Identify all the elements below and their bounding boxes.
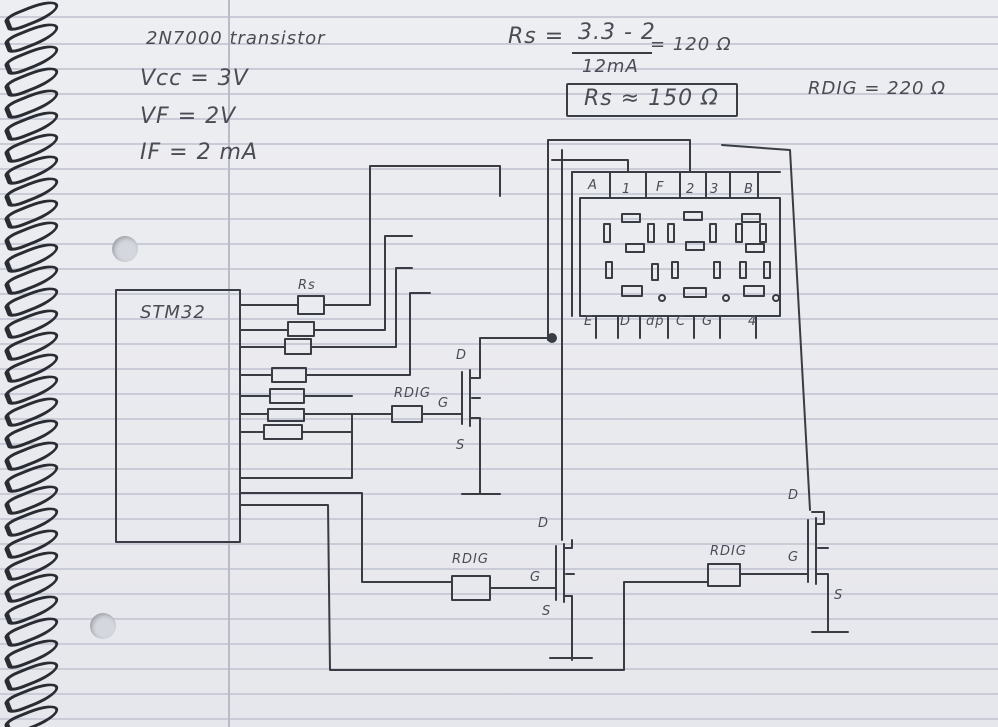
label-q2-source: S <box>542 604 552 619</box>
resistor-rs-4 <box>271 367 307 383</box>
resistor-rs-5 <box>269 388 305 404</box>
label-q1-drain: D <box>456 348 468 363</box>
resistor-rs-7 <box>263 424 303 440</box>
label-stm32: STM32 <box>140 302 206 323</box>
pin-label-bottom: D <box>620 314 632 329</box>
pin-label-top: A <box>588 178 598 193</box>
note-rs-numerator: 3.3 - 2 <box>578 20 656 45</box>
margin-line <box>228 0 230 727</box>
resistor-rs-2 <box>287 321 315 337</box>
resistor-rdig-1 <box>391 405 423 423</box>
label-q3-drain: D <box>788 488 800 503</box>
label-rdig-1: RDIG <box>394 386 431 401</box>
resistor-rs-3 <box>284 338 312 355</box>
resistor-rdig-2 <box>451 575 491 601</box>
label-q1-gate: G <box>438 396 450 411</box>
note-rs-boxed: Rs ≈ 150 Ω <box>584 86 719 111</box>
pin-label-bottom: E <box>584 314 594 329</box>
label-q1-source: S <box>456 438 466 453</box>
pin-label-top: 3 <box>710 182 720 197</box>
transistor-q2 <box>549 539 593 661</box>
note-if: IF = 2 mA <box>140 140 259 165</box>
transistor-q3 <box>807 511 849 633</box>
label-q2-gate: G <box>530 570 542 585</box>
pin-label-top: F <box>656 180 665 195</box>
label-rs: Rs <box>298 278 316 293</box>
note-rs-denominator: 12mA <box>582 56 639 77</box>
resistor-rs-1 <box>297 295 325 315</box>
note-vcc: Vcc = 3V <box>140 66 249 91</box>
transistor-q1 <box>461 337 553 495</box>
seven-segment-display <box>571 171 781 339</box>
label-rdig-2: RDIG <box>452 552 489 567</box>
pin-label-bottom: dp <box>646 314 665 329</box>
label-q2-drain: D <box>538 516 550 531</box>
fraction-bar <box>572 52 652 54</box>
resistor-rs-6 <box>267 408 305 422</box>
label-rdig-3: RDIG <box>710 544 747 559</box>
label-q3-source: S <box>834 588 844 603</box>
note-vf: VF = 2V <box>140 104 237 129</box>
punch-hole <box>112 236 138 262</box>
punch-hole <box>90 613 116 639</box>
pin-label-top: B <box>744 182 754 197</box>
label-q3-gate: G <box>788 550 800 565</box>
note-rs-result: = 120 Ω <box>650 34 732 55</box>
pin-label-bottom: 4 <box>748 314 758 329</box>
pin-label-bottom: G <box>702 314 714 329</box>
junction-dot <box>547 333 557 343</box>
rs-boxed-result <box>566 83 738 117</box>
stm32-block <box>115 289 241 543</box>
note-rs-lhs: Rs = <box>508 24 565 49</box>
note-rdig: RDIG = 220 Ω <box>808 78 946 99</box>
pin-label-top: 1 <box>622 182 632 197</box>
note-part: 2N7000 transistor <box>146 28 326 49</box>
resistor-bank <box>239 165 501 479</box>
pin-label-bottom: C <box>676 314 687 329</box>
resistor-rdig-3 <box>707 563 741 587</box>
pin-label-top: 2 <box>686 182 696 197</box>
